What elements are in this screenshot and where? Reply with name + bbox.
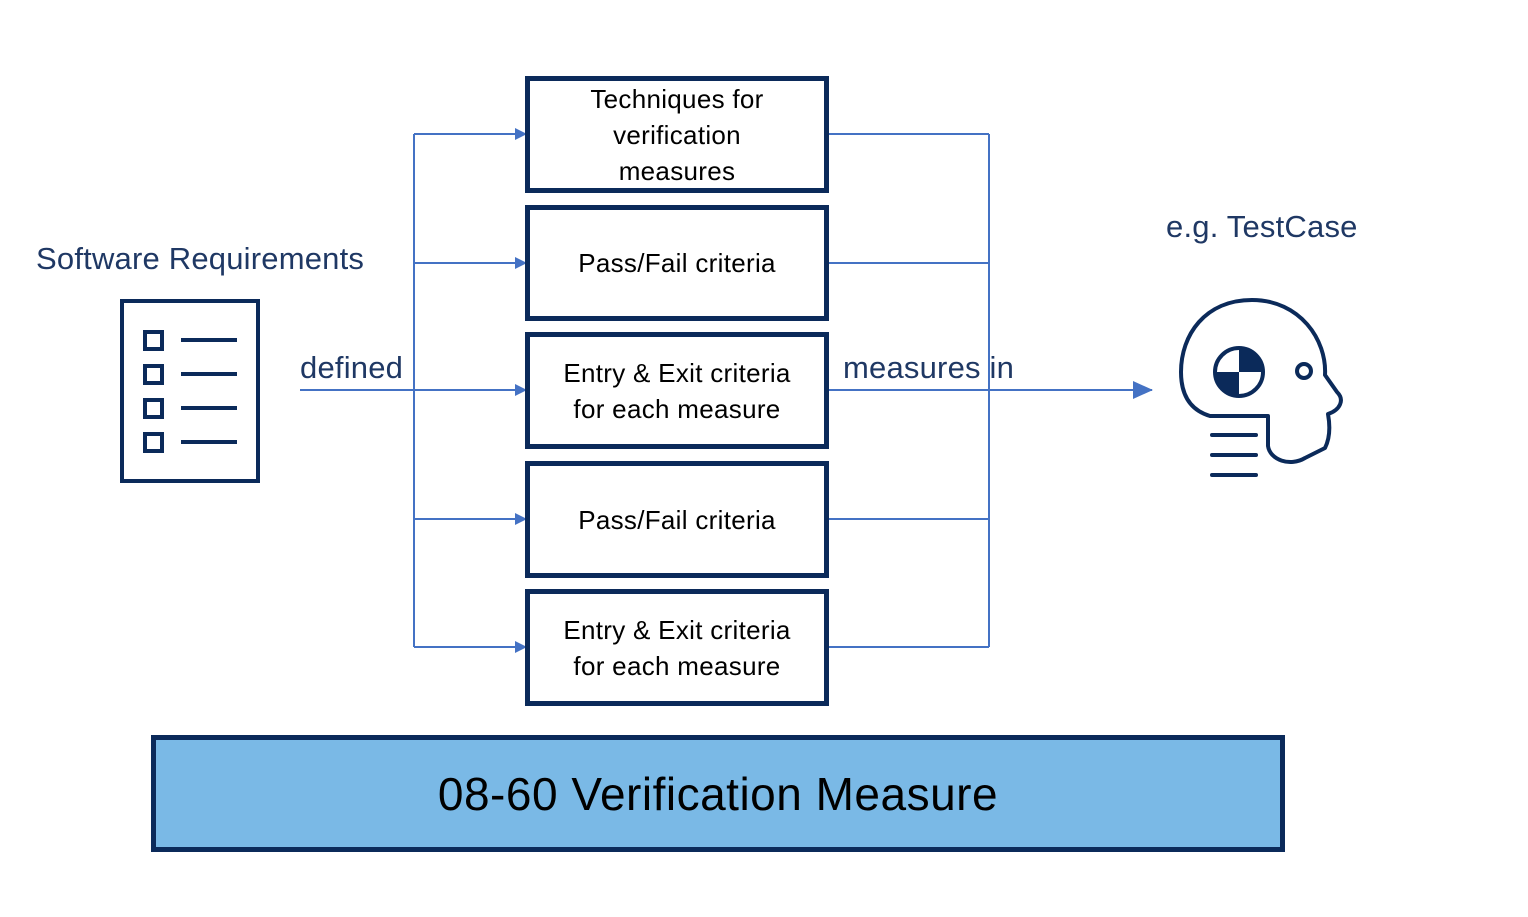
right-connectors (828, 133, 1153, 648)
banner-title: 08-60 Verification Measure (437, 767, 999, 820)
left-connectors (300, 128, 527, 653)
box-label: Techniques for verification measures (590, 83, 764, 186)
testcase-label: e.g. TestCase (1166, 209, 1358, 244)
defined-label: defined (300, 350, 404, 385)
measures-in-label: measures in (843, 350, 1015, 385)
entry-exit-criteria-box-2: Entry & Exit criteria for each measure (525, 589, 829, 706)
entry-exit-criteria-box: Entry & Exit criteria for each measure (525, 332, 829, 449)
checklist-icon (120, 299, 260, 483)
verification-techniques-box: Techniques for verification measures (525, 76, 829, 193)
box-label: Pass/Fail criteria (578, 504, 776, 535)
box-label: Entry & Exit criteria for each measure (563, 357, 791, 424)
pass-fail-criteria-box-2: Pass/Fail criteria (525, 461, 829, 578)
software-requirements-label: Software Requirements (36, 241, 365, 276)
verification-measure-banner: 08-60 Verification Measure (151, 735, 1285, 852)
crash-test-dummy-head-icon (1179, 298, 1343, 477)
box-label: Pass/Fail criteria (578, 248, 776, 278)
box-label: Entry & Exit criteria for each measure (563, 614, 791, 681)
pass-fail-criteria-box: Pass/Fail criteria (525, 205, 829, 321)
